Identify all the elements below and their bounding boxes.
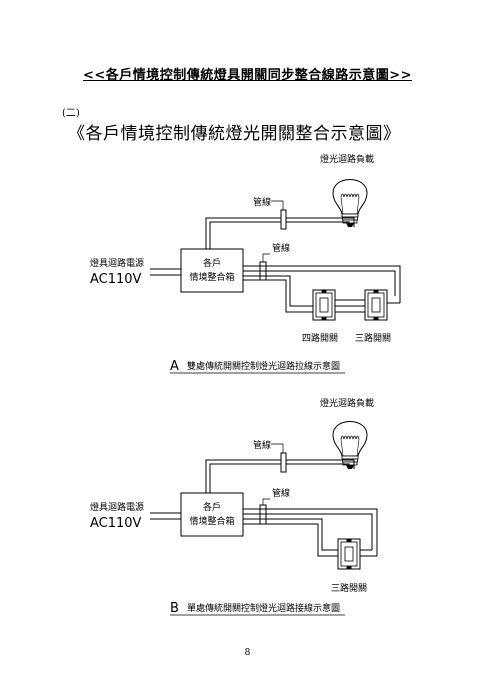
conduit-wire-inner bbox=[209, 463, 350, 493]
integration-box bbox=[180, 492, 244, 537]
caption-text: 單處傳統開關控制燈光迴路接線示意圖 bbox=[187, 602, 340, 614]
conduit-pointer bbox=[271, 200, 284, 210]
four-way-switch-icon bbox=[312, 289, 336, 321]
integration-box bbox=[180, 248, 244, 293]
conduit-pointer bbox=[262, 498, 270, 505]
power-label: 燈具迴路電源 bbox=[90, 257, 144, 269]
conduit-coupling bbox=[280, 452, 287, 473]
switch-feed-wire bbox=[243, 275, 313, 307]
traveler-wire bbox=[243, 508, 378, 556]
caption-letter: A bbox=[170, 359, 179, 374]
voltage-label: AC110V bbox=[90, 272, 142, 287]
light-bulb-icon bbox=[332, 179, 368, 228]
traveler-wire bbox=[243, 513, 373, 550]
conduit-pointer bbox=[262, 253, 270, 262]
three-way-switch-icon bbox=[364, 289, 388, 321]
load-label: 燈光迴路負載 bbox=[320, 153, 374, 165]
traveler-wire bbox=[243, 265, 401, 303]
power-label: 燈具迴路電源 bbox=[90, 501, 144, 513]
caption-letter: B bbox=[170, 601, 179, 616]
switch-feed-wire bbox=[243, 518, 338, 551]
switch-label-right: 三路開關 bbox=[355, 332, 391, 344]
box-label-line2: 情境整合箱 bbox=[189, 271, 234, 283]
conduit-wire-outer bbox=[205, 459, 355, 493]
conduit-label-top: 管線 bbox=[253, 196, 271, 208]
document-title: <<各戶情境控制傳統燈具開關同步整合線路示意圖>> bbox=[82, 68, 413, 83]
box-label-line1: 各戶 bbox=[203, 501, 221, 513]
conduit-label-mid: 管線 bbox=[272, 487, 290, 499]
switch-label: 三路開關 bbox=[331, 582, 367, 594]
diagram-a: 燈光迴路負載 管線 燈具迴路電源 AC110V 各戶 情境整合箱 管線 四路開關… bbox=[90, 153, 401, 374]
conduit-label-mid: 管線 bbox=[272, 242, 290, 254]
switch-feed-wire bbox=[243, 279, 313, 313]
box-label-line1: 各戶 bbox=[203, 257, 221, 269]
section-number: (二) bbox=[62, 108, 80, 119]
switch-label-left: 四路開關 bbox=[302, 332, 338, 344]
caption-text: 雙處傳統開關控制燈光迴路拉線示意圖 bbox=[187, 360, 340, 372]
voltage-label: AC110V bbox=[90, 516, 142, 531]
conduit-wire-outer bbox=[205, 217, 355, 249]
traveler-wire bbox=[243, 270, 396, 296]
conduit-wire-inner bbox=[209, 221, 350, 249]
diagram-b: 燈光迴路負載 管線 燈具迴路電源 AC110V 各戶 情境整合箱 管線 三路開關… bbox=[90, 397, 378, 616]
switch-feed-wire bbox=[243, 523, 338, 557]
conduit-label-top: 管線 bbox=[253, 439, 271, 451]
diagram-subtitle: 《各戶情境控制傳統燈光開關整合示意圖》 bbox=[68, 124, 401, 144]
box-label-line2: 情境整合箱 bbox=[189, 515, 234, 527]
conduit-pointer bbox=[271, 443, 284, 453]
page-number: 8 bbox=[244, 648, 251, 658]
light-bulb-icon bbox=[332, 421, 368, 470]
three-way-switch-icon bbox=[337, 538, 361, 570]
conduit-coupling bbox=[280, 209, 287, 230]
load-label: 燈光迴路負載 bbox=[320, 397, 374, 409]
